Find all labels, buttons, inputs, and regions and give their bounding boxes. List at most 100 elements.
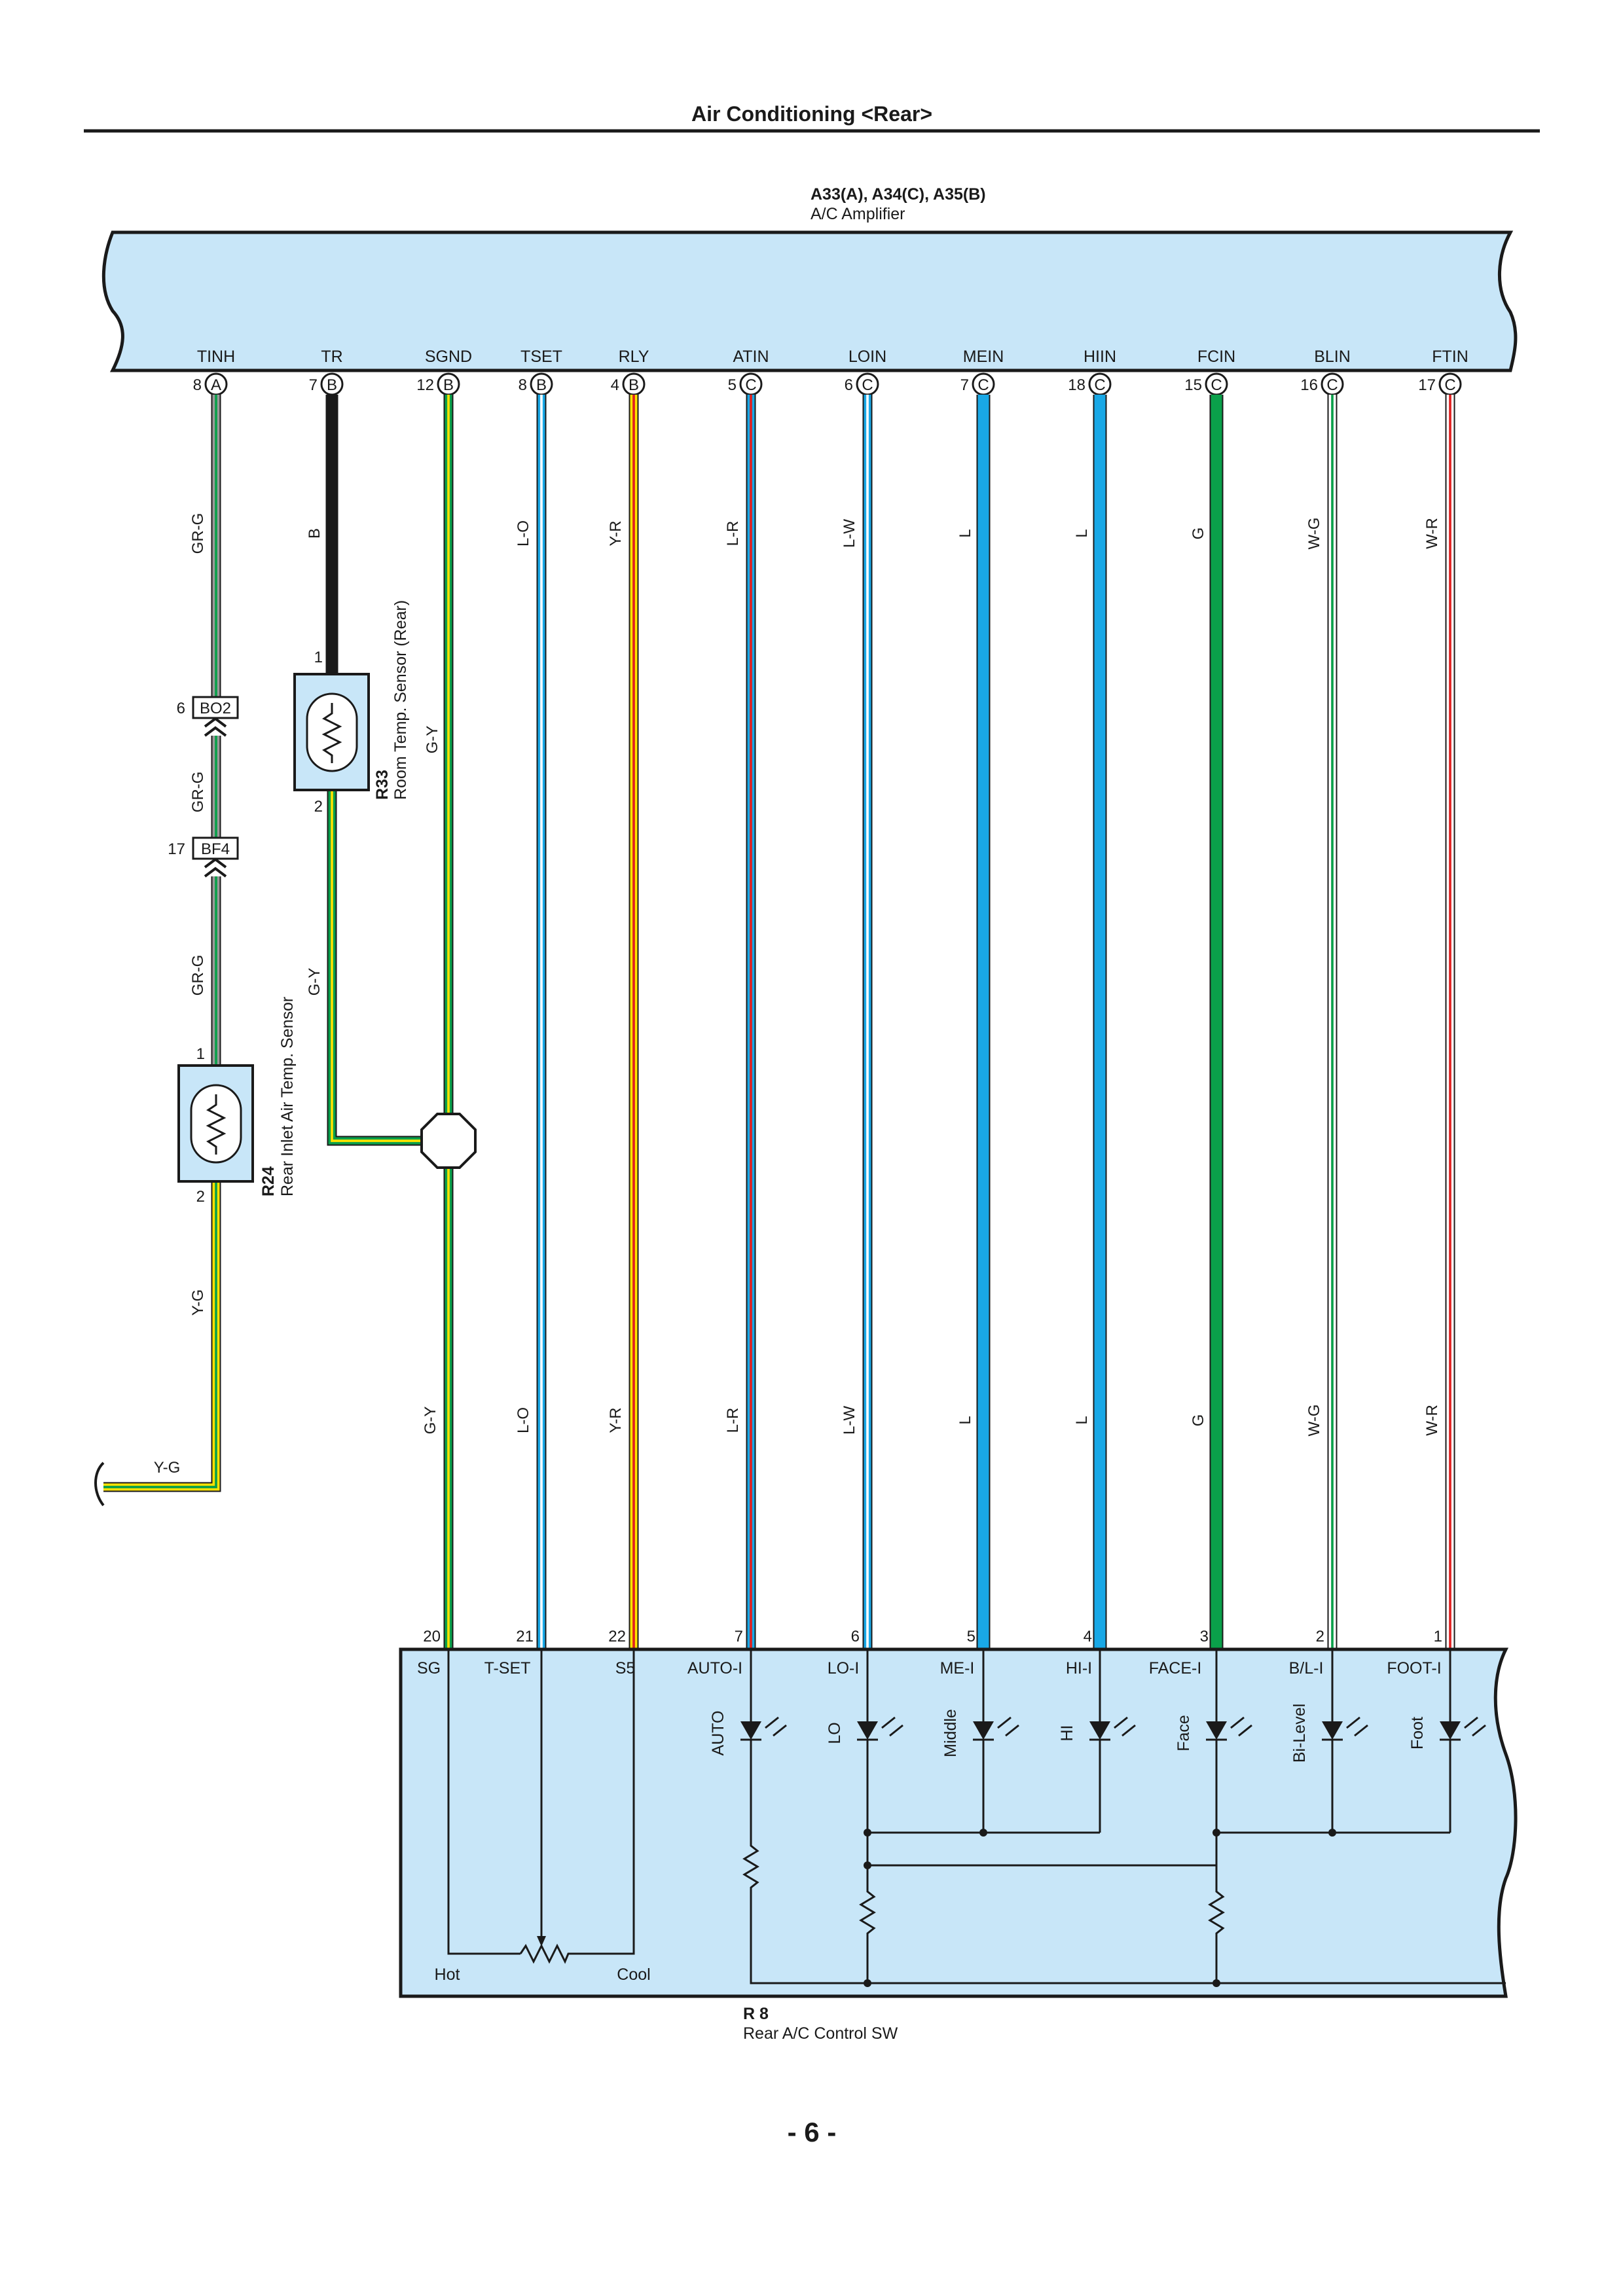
switch-pin-number-3: 7	[735, 1628, 743, 1645]
amp-pin-number-0: 8	[193, 376, 202, 394]
upper-wire-label-6: G	[1190, 528, 1207, 540]
led-rays-6	[1464, 1716, 1486, 1737]
page-title: Air Conditioning <Rear>	[691, 102, 932, 126]
led-diode-icon-4	[1206, 1721, 1227, 1740]
amp-pin-name-5: ATIN	[733, 348, 769, 366]
switch-pin-number-0: 20	[423, 1628, 441, 1645]
junction-bf4-label: BF4	[201, 840, 230, 858]
led-label-0: AUTO	[709, 1711, 727, 1756]
junction-bf4-pin: 17	[168, 840, 185, 858]
wire-label-inlet-horizontal: Y-G	[154, 1459, 180, 1477]
lower-wire-label-7: G	[1190, 1414, 1207, 1427]
amp-pin-number-3: 8	[519, 376, 527, 394]
switch-pin-number-7: 3	[1200, 1628, 1209, 1645]
led-label-4: Face	[1175, 1715, 1193, 1751]
upper-wire-label-1: Y-R	[607, 520, 625, 546]
amp-connector-letter-1: B	[327, 376, 337, 394]
amp-pin-number-11: 17	[1418, 376, 1436, 394]
amp-pin-name-8: HIIN	[1084, 348, 1116, 366]
lower-wire-label-9: W-R	[1423, 1405, 1441, 1436]
amp-pin-number-7: 7	[960, 376, 969, 394]
switch-pin-name-2: S5	[615, 1659, 636, 1677]
wire-inlet-out-stripe	[103, 1181, 217, 1488]
amplifier-name: A/C Amplifier	[811, 205, 905, 223]
led-label-5: Bi-Level	[1290, 1704, 1309, 1763]
amp-connector-letter-4: B	[629, 376, 639, 394]
switch-pin-number-6: 4	[1084, 1628, 1092, 1645]
amp-pin-name-1: TR	[321, 348, 342, 366]
amp-connector-letter-11: C	[1444, 376, 1455, 394]
switch-pin-number-9: 1	[1434, 1628, 1442, 1645]
inlet-sensor-id: R24	[259, 1166, 278, 1196]
amp-pin-number-6: 6	[845, 376, 853, 394]
led-diode-icon-1	[857, 1721, 878, 1740]
amp-pin-number-5: 5	[728, 376, 737, 394]
amp-pin-name-11: FTIN	[1432, 348, 1468, 366]
led-label-6: Foot	[1408, 1717, 1427, 1749]
switch-pin-name-3: AUTO-I	[687, 1659, 742, 1677]
junction-bo2-label: BO2	[200, 700, 231, 717]
wire-label-tinh-c: GR-G	[189, 955, 207, 996]
lower-wire-label-8: W-G	[1305, 1405, 1323, 1437]
led-diode-icon-3	[1089, 1721, 1110, 1740]
led-diode-icon-6	[1440, 1721, 1461, 1740]
face-resistor-icon	[1208, 1885, 1225, 1940]
amp-pin-name-7: MEIN	[963, 348, 1004, 366]
wire-harness	[103, 395, 1455, 1649]
inlet-sensor-pin-top: 1	[196, 1045, 205, 1063]
switch-pins: 20SGG-Y21T-SETL-O22S5Y-R7AUTO-IL-R6LO-IL…	[417, 1405, 1442, 1677]
amp-connector-letter-3: B	[536, 376, 547, 394]
switch-pin-number-2: 22	[608, 1628, 626, 1645]
amp-pin-name-4: RLY	[619, 348, 649, 366]
inlet-thermistor-icon	[190, 1084, 242, 1164]
amp-pin-name-6: LOIN	[848, 348, 886, 366]
amp-pin-name-9: FCIN	[1197, 348, 1235, 366]
pot-left-lead	[447, 1649, 520, 1955]
switch-pin-name-6: HI-I	[1066, 1659, 1092, 1677]
switch-pin-name-9: FOOT-I	[1387, 1659, 1441, 1677]
upper-wire-label-7: W-G	[1305, 518, 1323, 550]
amp-connector-letter-7: C	[977, 376, 989, 394]
amp-connector-letter-8: C	[1094, 376, 1105, 394]
switch-pin-number-8: 2	[1316, 1628, 1324, 1645]
wire-break-mark	[94, 1462, 105, 1507]
amp-pin-name-3: TSET	[520, 348, 562, 366]
inlet-sensor-pin-bottom: 2	[196, 1188, 205, 1206]
room-resistor-icon	[321, 703, 342, 763]
upper-wire-label-8: W-R	[1423, 518, 1441, 549]
switch-pin-name-1: T-SET	[484, 1659, 531, 1677]
lo-resistor-icon	[859, 1885, 876, 1940]
led-diode-icon-0	[740, 1721, 761, 1740]
amp-pin-name-10: BLIN	[1314, 348, 1351, 366]
room-thermistor-icon	[306, 692, 358, 772]
amp-connector-letter-5: C	[745, 376, 756, 394]
led-rays-1	[881, 1716, 903, 1737]
switch-pin-name-8: B/L-I	[1289, 1659, 1324, 1677]
led-diode-icon-2	[973, 1721, 994, 1740]
hot-label: Hot	[435, 1965, 460, 1984]
junction-dot-1	[979, 1829, 987, 1837]
lower-wire-label-3: L-R	[724, 1408, 742, 1433]
wire-label-inlet-out: Y-G	[189, 1289, 207, 1316]
lower-wire-label-2: Y-R	[607, 1407, 625, 1433]
junction-dot-4	[864, 1861, 871, 1869]
amp-pin-number-9: 15	[1184, 376, 1202, 394]
wire-label-tinh-a: GR-G	[189, 513, 207, 554]
junction-dot-6	[1213, 1979, 1220, 1987]
amp-pin-number-4: 4	[611, 376, 619, 394]
room-sensor-id: R33	[373, 770, 392, 800]
junction-bo2-pin: 6	[177, 700, 185, 717]
led-rays-4	[1230, 1716, 1252, 1737]
amp-pin-number-2: 12	[416, 376, 434, 394]
led-rays-0	[765, 1716, 787, 1737]
wire-label-tr: B	[306, 528, 323, 539]
switch-pin-name-4: LO-I	[828, 1659, 860, 1677]
wire-room-out-outline	[327, 790, 422, 1146]
switch-pin-number-4: 6	[851, 1628, 860, 1645]
switch-pin-name-0: SG	[417, 1659, 441, 1677]
inlet-sensor-name: Rear Inlet Air Temp. Sensor	[278, 997, 297, 1196]
lower-wire-label-6: L	[1073, 1416, 1091, 1424]
pot-wiper-arrow	[537, 1936, 546, 1946]
